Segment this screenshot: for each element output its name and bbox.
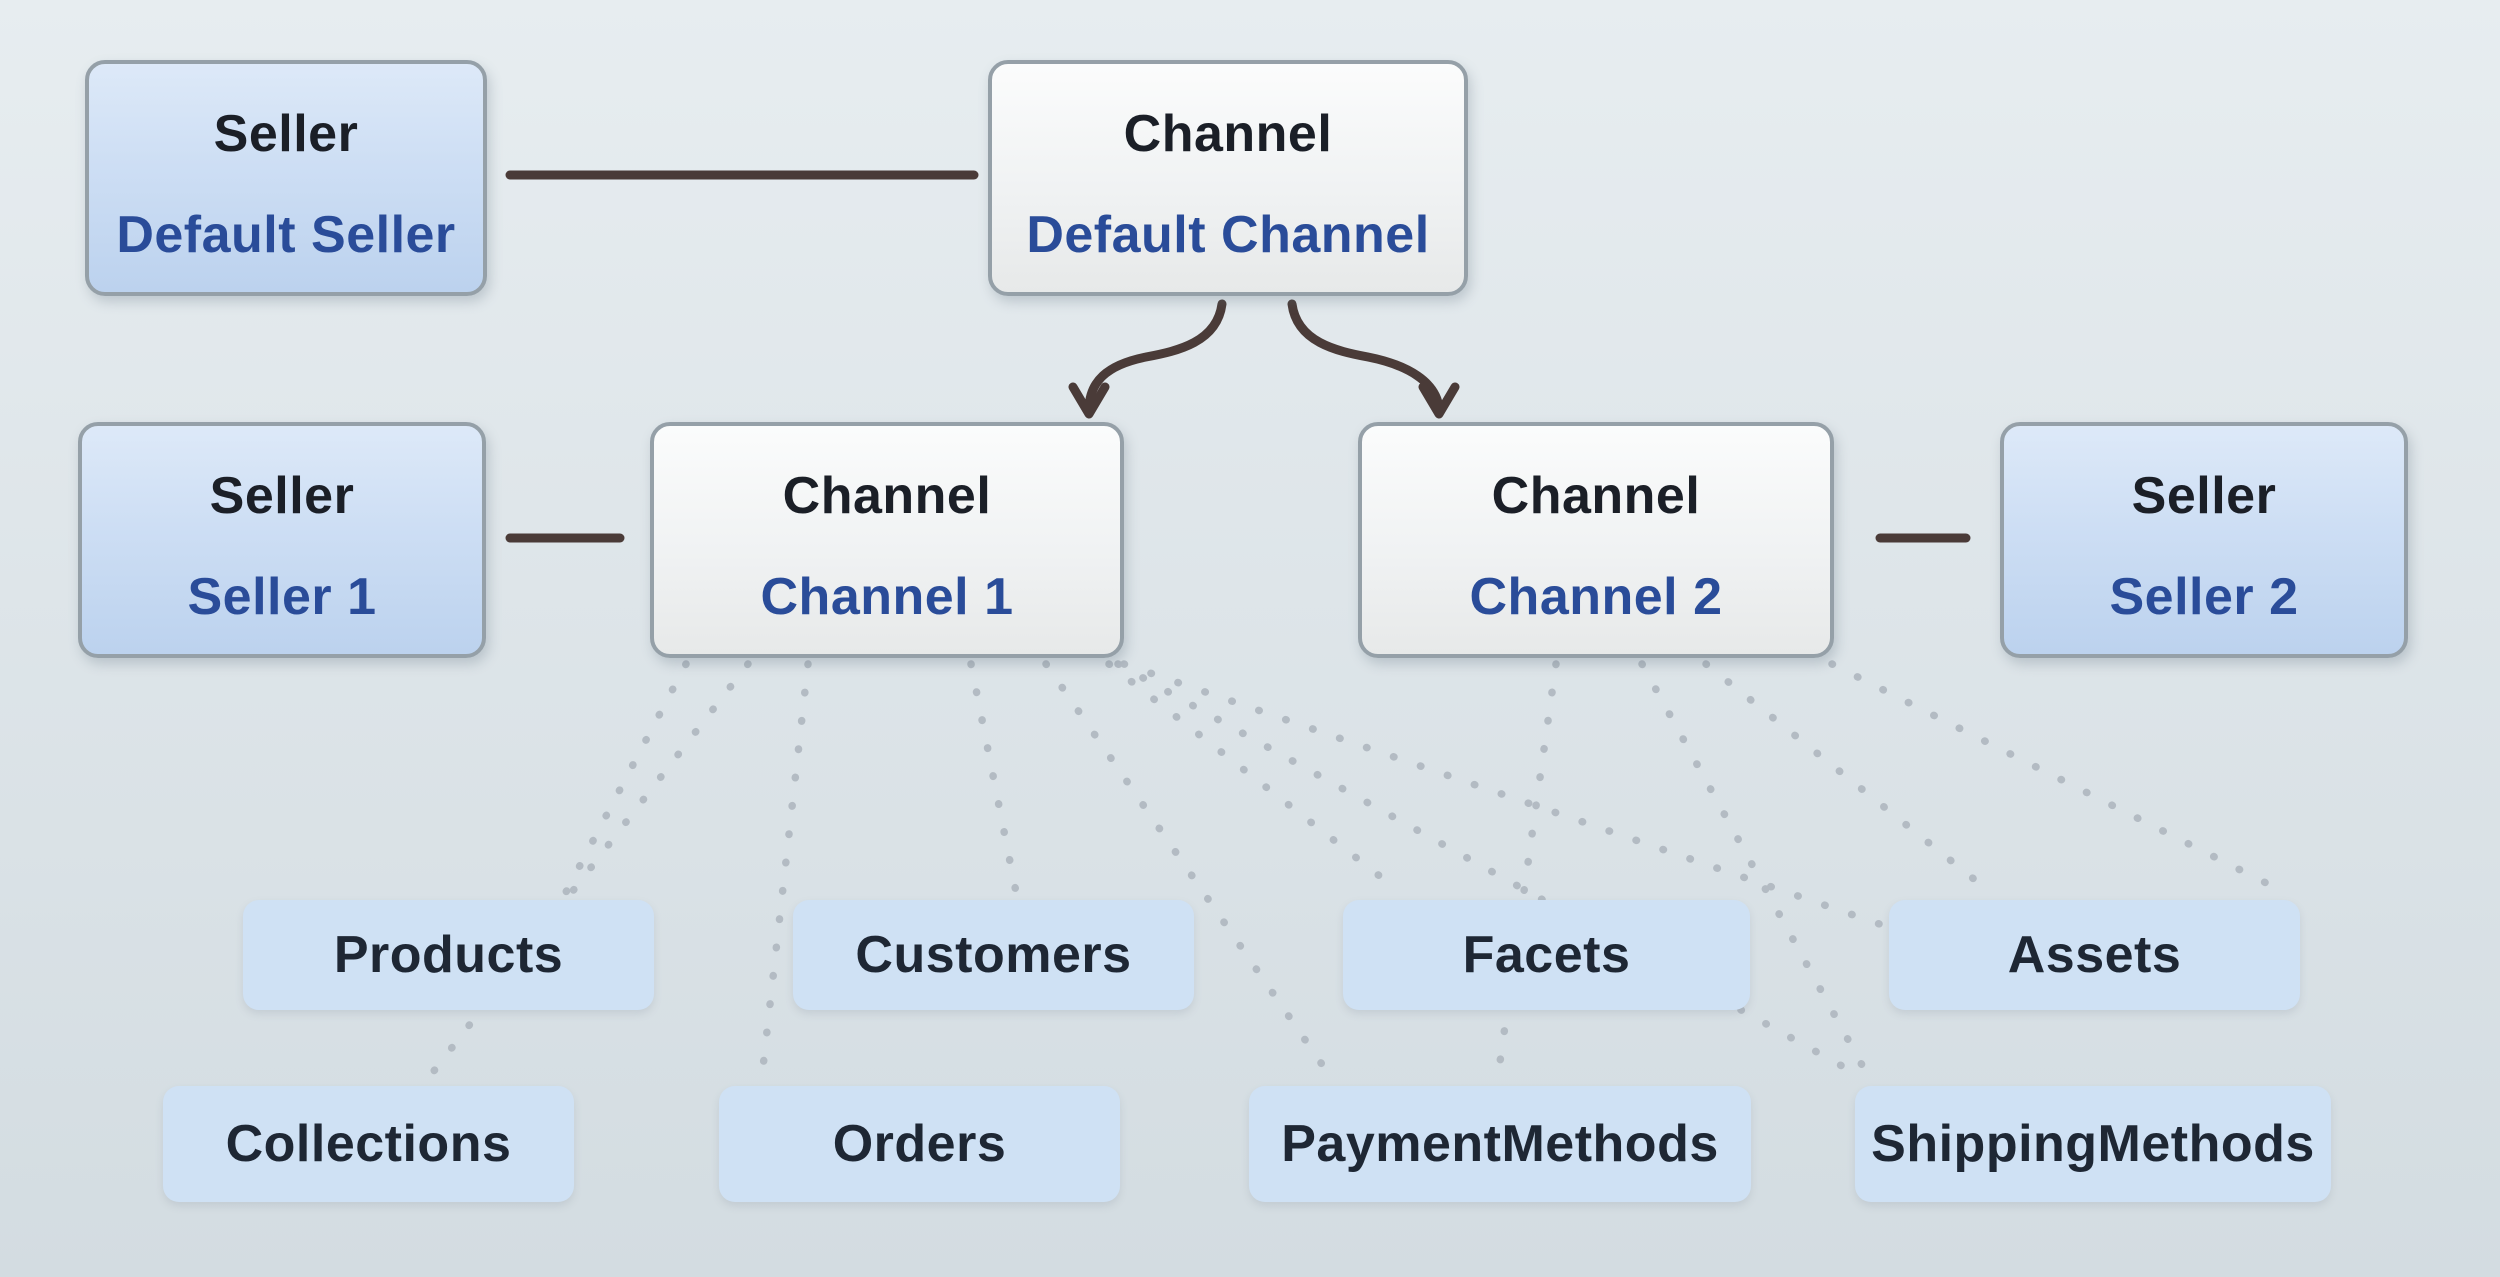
entity-assets: Assets xyxy=(1889,900,2300,1010)
arrowhead-channel-2-icon xyxy=(1418,382,1460,419)
node-title: Seller xyxy=(2131,467,2277,525)
node-seller-2: Seller Seller 2 xyxy=(2000,422,2408,658)
node-title: Channel xyxy=(1491,467,1701,525)
node-title: Channel xyxy=(1123,105,1333,163)
entity-payment-methods: PaymentMethods xyxy=(1249,1086,1751,1202)
dotted-link-channel2-assets-right xyxy=(1828,660,2288,896)
dotted-link-channel1-orders xyxy=(758,660,812,1080)
node-subtitle: Default Seller xyxy=(116,206,456,264)
dotted-link-channel1-collections xyxy=(426,660,752,1080)
node-subtitle: Seller 2 xyxy=(2109,568,2299,626)
entity-facets: Facets xyxy=(1343,900,1750,1010)
entity-customers: Customers xyxy=(793,900,1194,1010)
node-seller-1: Seller Seller 1 xyxy=(78,422,486,658)
node-subtitle: Channel 1 xyxy=(760,568,1014,626)
node-title: Seller xyxy=(209,467,355,525)
dotted-link-channel1-facets xyxy=(1105,660,1404,896)
node-channel-1: Channel Channel 1 xyxy=(650,422,1124,658)
dotted-link-channel2-assets xyxy=(1702,660,1994,896)
arrow-default-channel-to-channel-1 xyxy=(1084,299,1227,413)
arrow-default-channel-to-channel-2 xyxy=(1287,299,1444,413)
node-title: Channel xyxy=(782,467,992,525)
entity-orders: Orders xyxy=(719,1086,1120,1202)
arrowhead-channel-1-icon xyxy=(1068,382,1110,419)
dotted-link-channel1-paymentmethods xyxy=(1042,660,1334,1080)
dotted-link-channel1-shippingmethods xyxy=(1114,660,1864,1080)
node-subtitle: Channel 2 xyxy=(1469,568,1723,626)
dotted-link-channel1-assets xyxy=(1120,660,1895,932)
dotted-link-channel2-paymentmethods xyxy=(1494,660,1560,1080)
node-default-seller: Seller Default Seller xyxy=(85,60,487,296)
dotted-link-channel1-products xyxy=(562,660,690,896)
dotted-link-channel1-customers xyxy=(967,660,1020,896)
entity-collections: Collections xyxy=(163,1086,574,1202)
entity-products: Products xyxy=(243,900,654,1010)
node-default-channel: Channel Default Channel xyxy=(988,60,1468,296)
node-title: Seller xyxy=(213,105,359,163)
node-channel-2: Channel Channel 2 xyxy=(1358,422,1834,658)
entity-shipping-methods: ShippingMethods xyxy=(1855,1086,2331,1202)
dotted-link-channel2-shippingmethods xyxy=(1638,660,1872,1080)
node-subtitle: Seller 1 xyxy=(187,568,377,626)
node-subtitle: Default Channel xyxy=(1026,206,1430,264)
